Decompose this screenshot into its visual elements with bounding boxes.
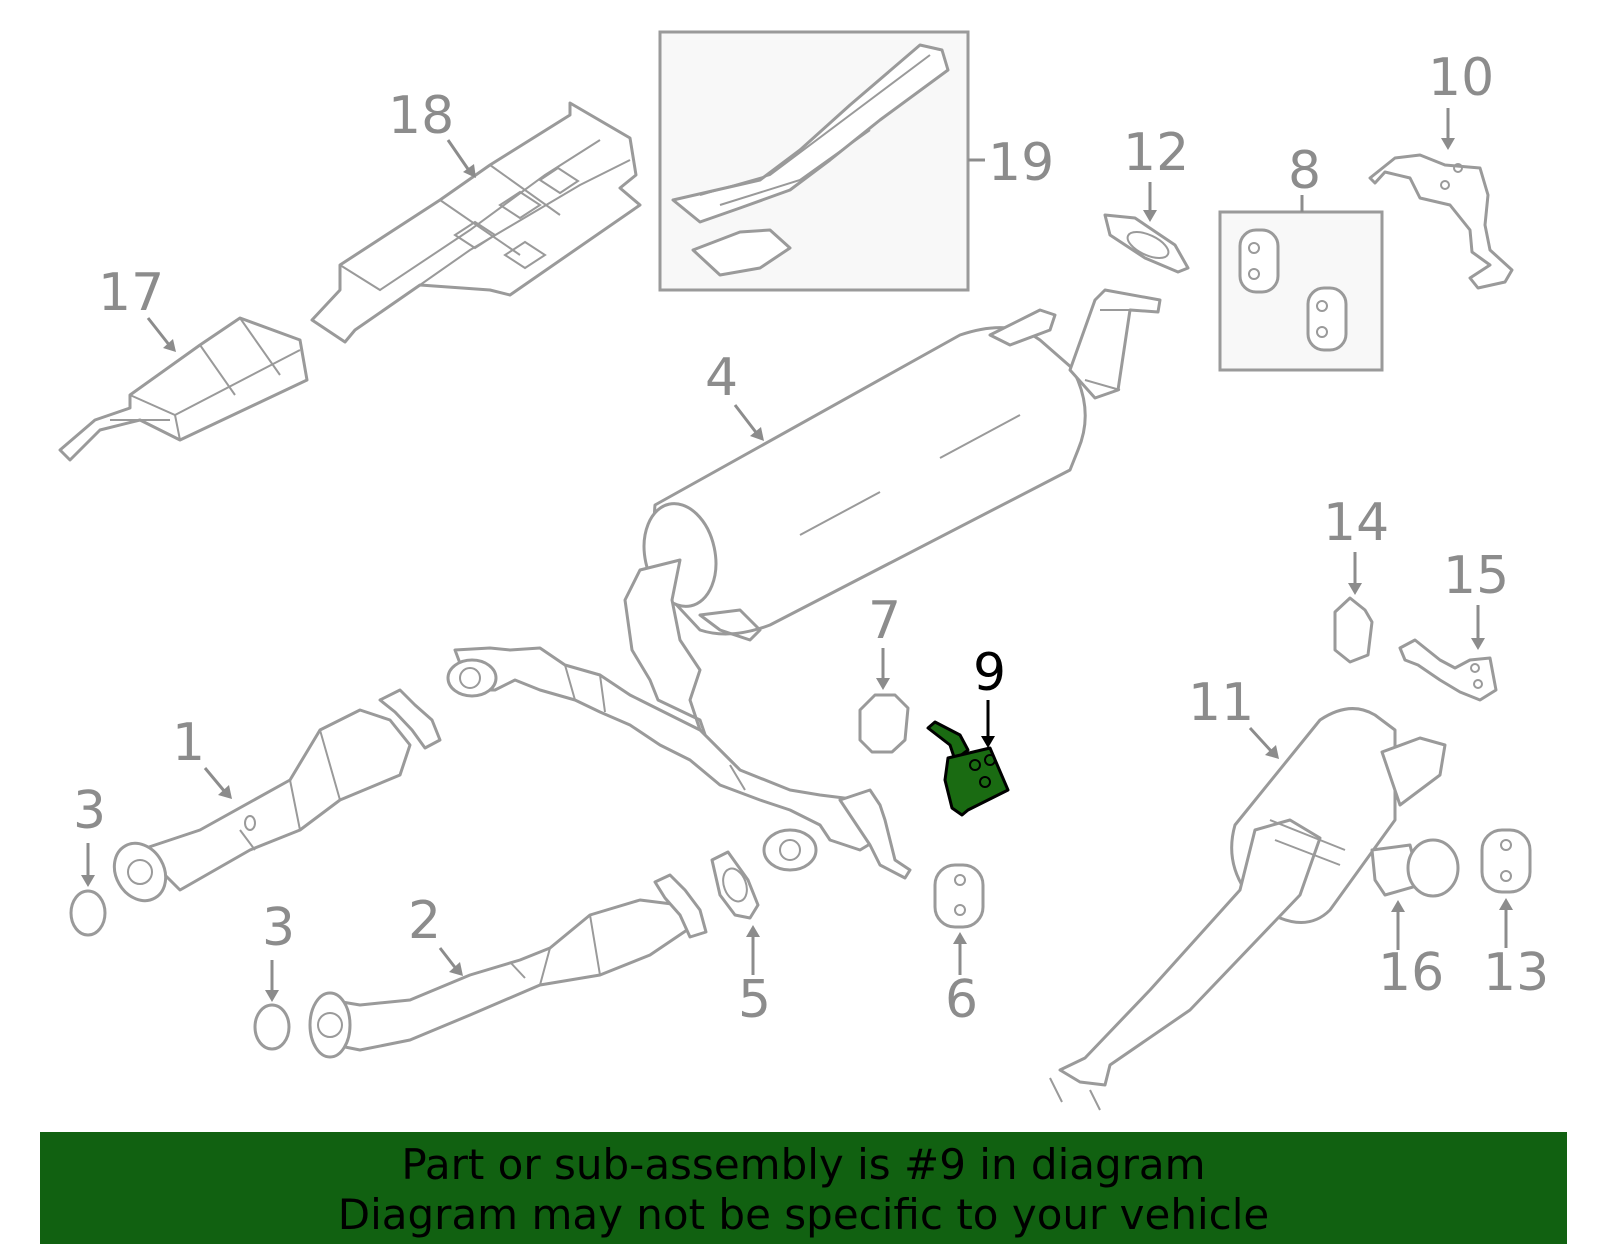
part-3-gasket-lower[interactable] (253, 1003, 291, 1051)
banner-line-2: Diagram may not be specific to your vehi… (337, 1190, 1270, 1239)
arrow-18 (446, 139, 472, 173)
callout-5: 5 (738, 970, 771, 1030)
arrowhead-2 (449, 962, 463, 976)
arrowhead-11 (1265, 745, 1279, 759)
arrowhead-13 (1499, 898, 1513, 910)
arrowhead-3b (265, 990, 279, 1002)
part-3-gasket-upper[interactable] (69, 889, 107, 937)
arrow-1 (203, 767, 227, 793)
arrowhead-15 (1471, 638, 1485, 650)
part-5-gasket[interactable] (710, 850, 760, 920)
arrow-17 (146, 317, 172, 347)
info-banner: Part or sub-assembly is #9 in diagram Di… (40, 1132, 1567, 1244)
part-18-heat-shield[interactable] (310, 101, 642, 344)
part-6-hanger[interactable] (933, 863, 985, 929)
arrowhead-10 (1441, 138, 1455, 150)
part-9-bracket-highlighted[interactable] (926, 720, 1010, 817)
part-14-insulator[interactable] (1333, 596, 1374, 664)
arrowhead-1 (218, 785, 232, 799)
arrow-2 (438, 947, 459, 971)
callout-19: 19 (988, 133, 1054, 193)
callout-9: 9 (973, 643, 1006, 703)
callout-8: 8 (1288, 141, 1321, 201)
callout-14: 14 (1323, 493, 1389, 553)
callout-11: 11 (1188, 673, 1254, 733)
arrowhead-7 (876, 678, 890, 690)
arrow-4 (733, 404, 760, 436)
callout-3b: 3 (262, 898, 295, 958)
part-8-hangers[interactable] (1238, 228, 1348, 352)
part-17-heat-shield[interactable] (58, 316, 309, 462)
part-12-gasket[interactable] (1103, 213, 1190, 274)
part-4-center-muffler[interactable] (446, 288, 1162, 880)
part-11-rear-muffler[interactable] (1049, 707, 1447, 1111)
part-2-front-pipe-converter[interactable] (308, 873, 708, 1059)
part-15-bracket[interactable] (1398, 638, 1498, 702)
callout-3a: 3 (73, 781, 106, 841)
arrowhead-12 (1143, 210, 1157, 222)
banner-line-1: Part or sub-assembly is #9 in diagram (401, 1140, 1206, 1189)
callout-16: 16 (1378, 943, 1444, 1003)
arrowhead-9 (981, 736, 995, 748)
arrowhead-16 (1391, 900, 1405, 912)
arrowhead-4 (750, 427, 764, 441)
arrowhead-5 (746, 925, 760, 937)
callout-15: 15 (1443, 546, 1509, 606)
part-13-hanger[interactable] (1480, 828, 1532, 894)
callout-12: 12 (1123, 123, 1189, 183)
arrowhead-17 (163, 339, 176, 352)
part-7-insulator[interactable] (858, 693, 910, 754)
callout-10: 10 (1428, 48, 1494, 108)
callout-2: 2 (408, 891, 441, 951)
arrowhead-6 (953, 932, 967, 944)
callout-7: 7 (868, 591, 901, 651)
callout-4: 4 (705, 348, 738, 408)
callout-13: 13 (1483, 943, 1549, 1003)
callout-18: 18 (388, 86, 454, 146)
callout-17: 17 (98, 263, 164, 323)
part-10-bracket[interactable] (1368, 153, 1514, 290)
callout-6: 6 (945, 970, 978, 1030)
arrow-11 (1248, 726, 1274, 754)
part-19-heat-shields[interactable] (671, 43, 950, 277)
arrowhead-3a (81, 875, 95, 887)
part-16-bracket[interactable] (1370, 838, 1460, 898)
part-1-front-pipe-converter[interactable] (104, 688, 442, 910)
arrowhead-14 (1348, 583, 1362, 595)
arrowhead-18 (463, 164, 476, 178)
callout-1: 1 (172, 713, 205, 773)
